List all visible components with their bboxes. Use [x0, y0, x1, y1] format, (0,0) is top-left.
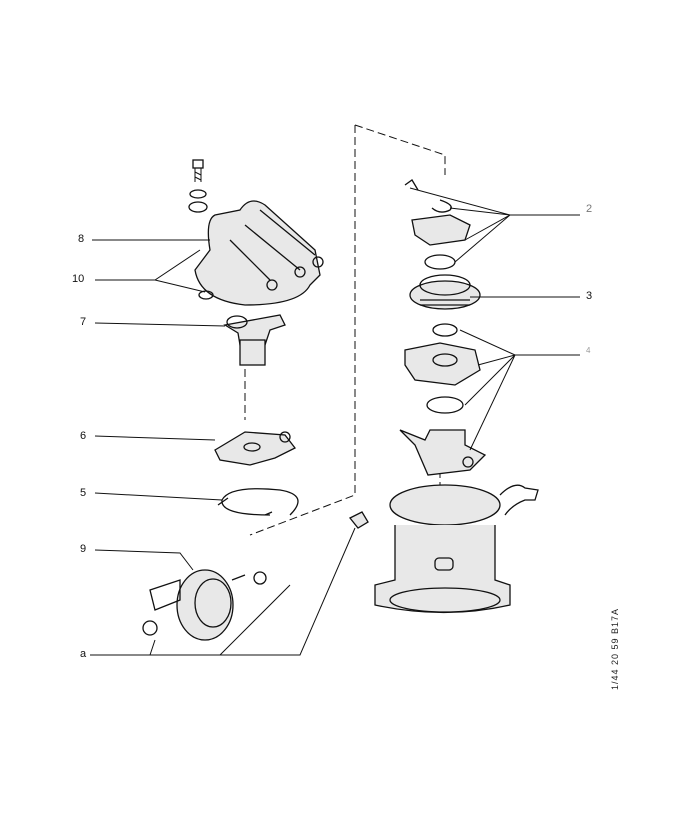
rotor: [223, 314, 286, 366]
reference-number: 1/44 20 59 B17A: [610, 607, 620, 690]
vacuum-unit: [142, 569, 267, 641]
callout-3: 3: [586, 290, 593, 302]
distributor-cap: [194, 200, 324, 306]
screw: [348, 511, 369, 529]
distributor-body: [374, 484, 539, 614]
breaker-plate: [214, 431, 296, 466]
callout-2: 2: [586, 203, 593, 215]
leader-lines: [90, 187, 580, 656]
callout-10: 10: [72, 273, 85, 285]
callout-8: 8: [78, 233, 85, 245]
callout-a: a: [80, 648, 87, 660]
bearing: [409, 274, 481, 310]
callout-5: 5: [80, 487, 87, 499]
callout-9: 9: [80, 543, 87, 555]
shaft-plate: [399, 429, 487, 476]
assembly-line: [244, 124, 446, 536]
circlip: [217, 488, 299, 516]
advance-mechanism: [404, 323, 481, 414]
callout-7: 7: [80, 316, 87, 328]
callout-4: 4: [586, 346, 591, 355]
callout-6: 6: [80, 430, 87, 442]
cap-screw: [188, 159, 208, 213]
clip-set: [404, 179, 471, 270]
